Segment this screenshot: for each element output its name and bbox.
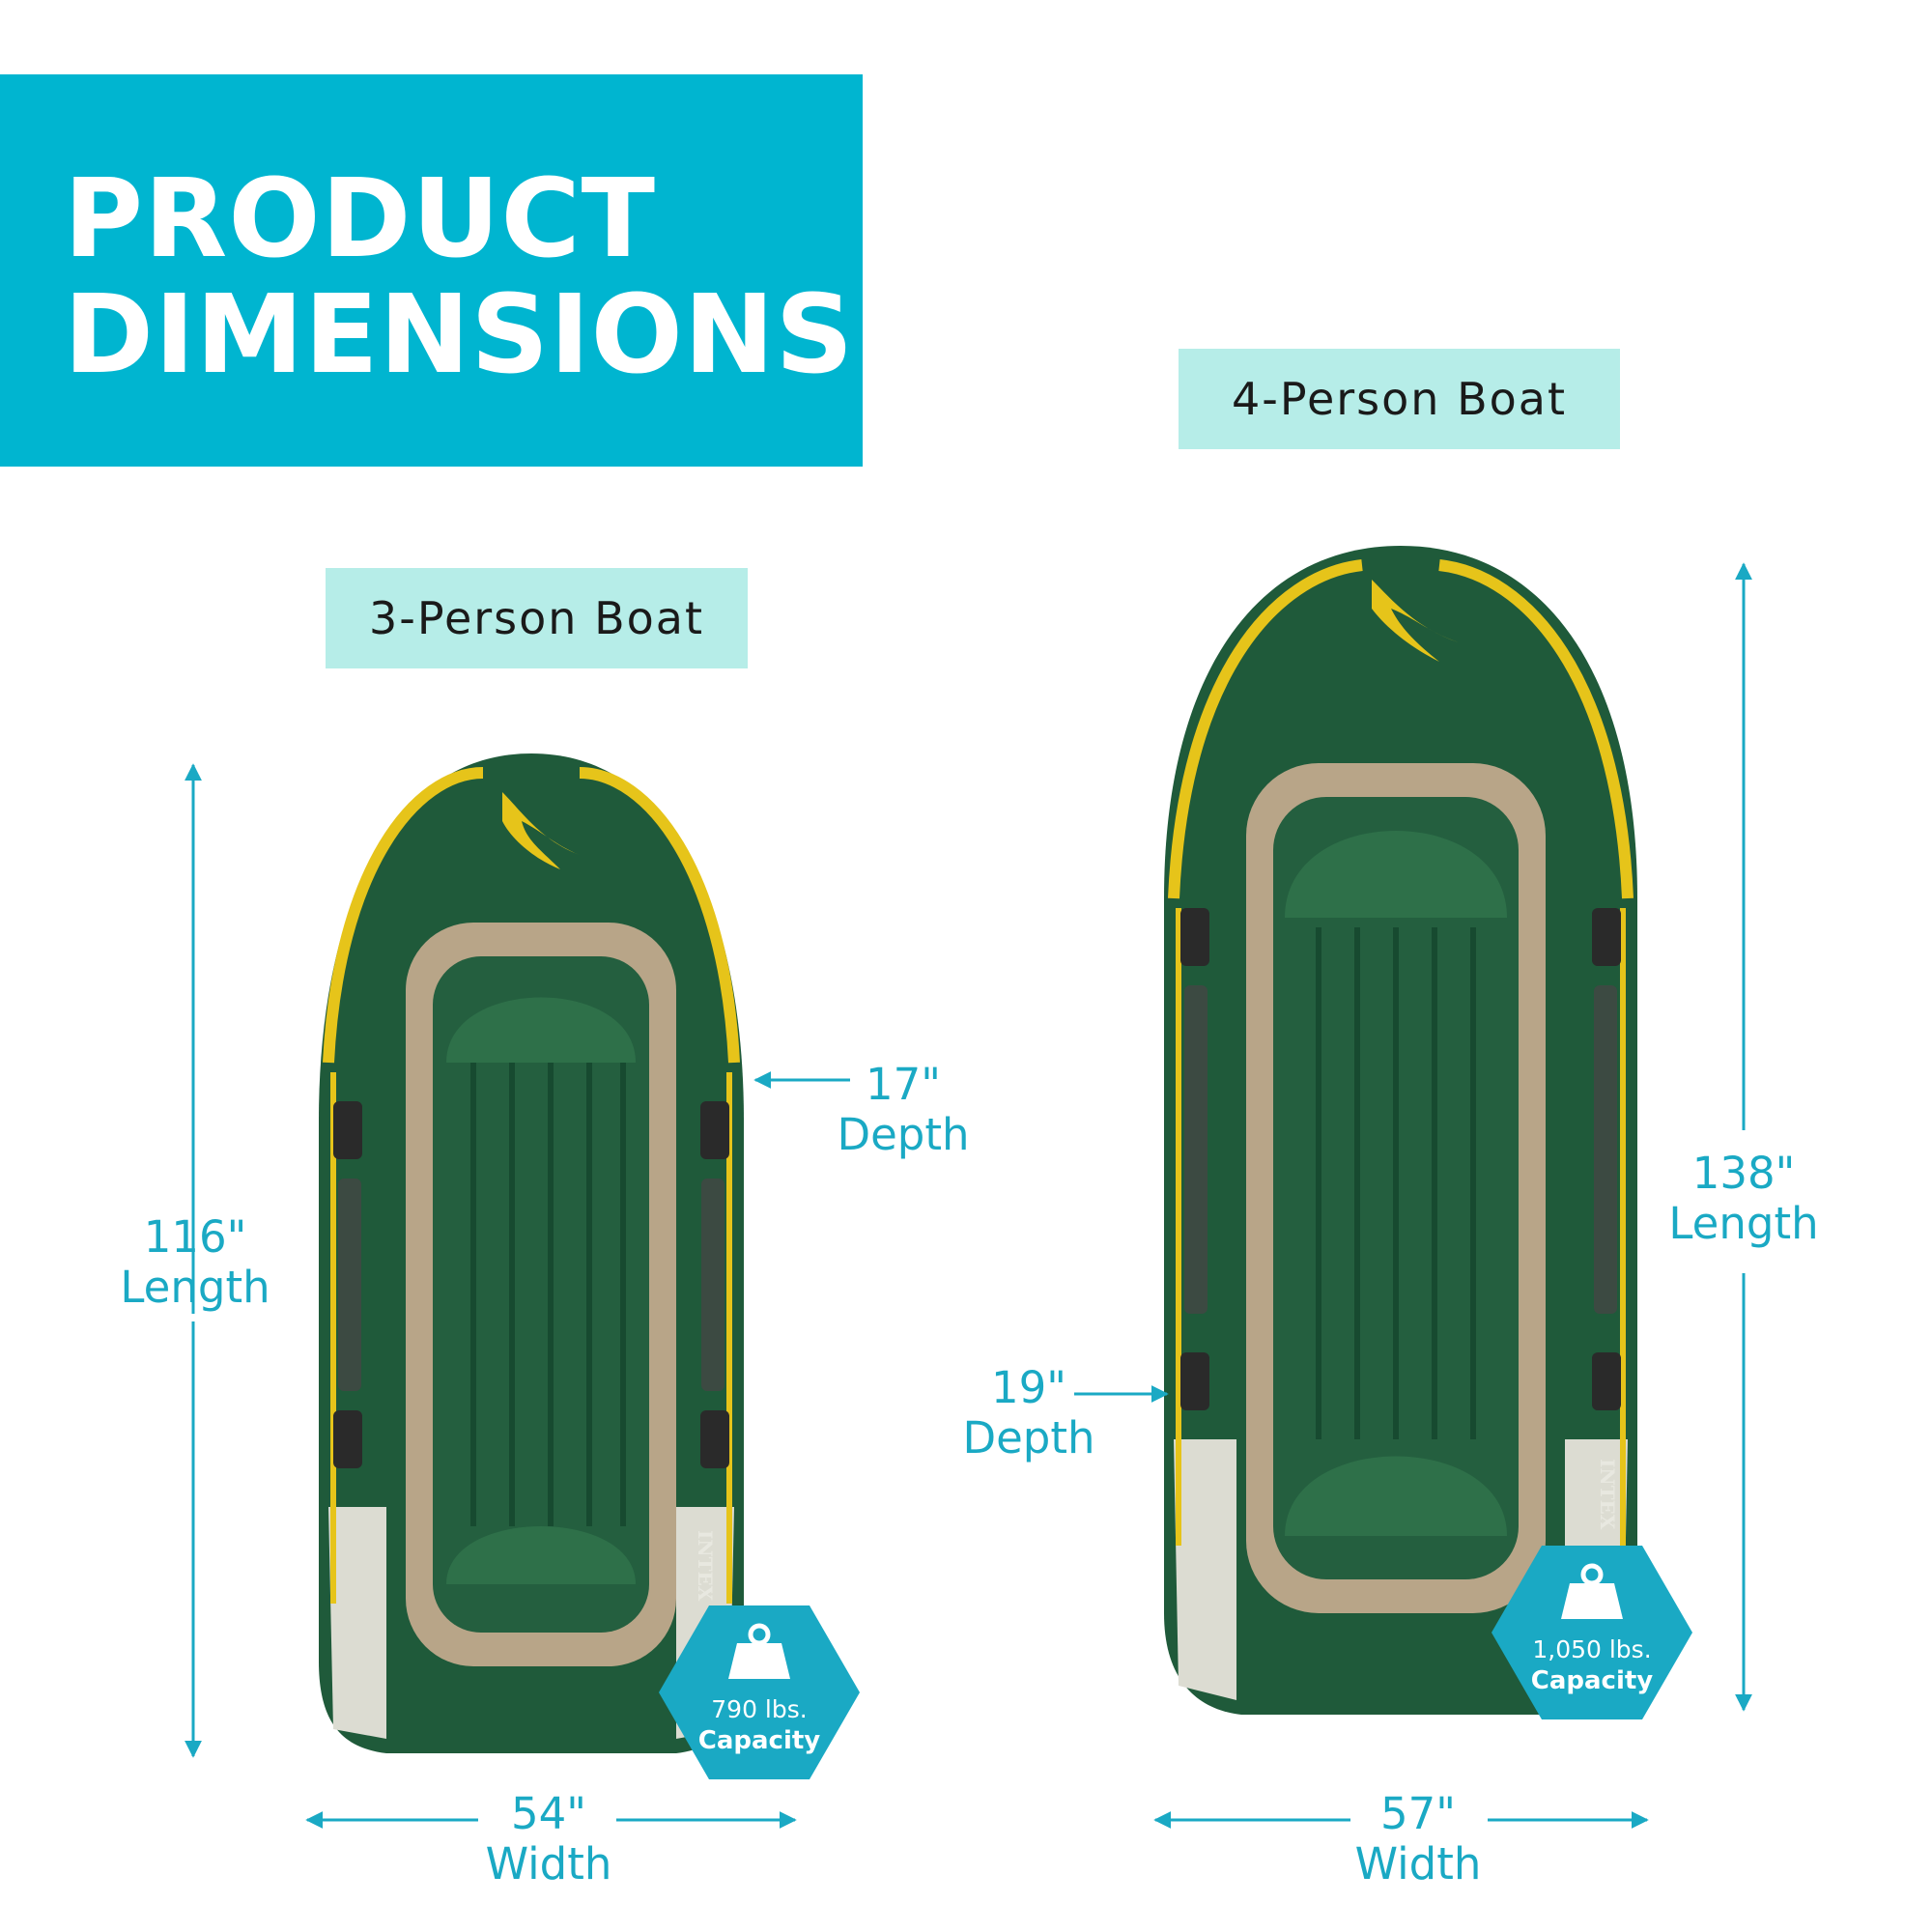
boat-4-capacity-weight: 1,050 lbs. xyxy=(1532,1635,1652,1663)
boat-4-width-dimension: 57" Width xyxy=(1321,1789,1515,1889)
boat-4-width-value: 57" xyxy=(1380,1788,1456,1839)
boat-3-image xyxy=(319,753,744,1753)
boat-3-capacity-label: Capacity xyxy=(697,1726,821,1755)
boat-3-depth-label: Depth xyxy=(837,1109,970,1160)
boat-4-length-value: 138" xyxy=(1691,1148,1796,1199)
boat-3-width-dimension: 54" Width xyxy=(452,1789,645,1889)
boat-4-depth-dimension: 19" Depth xyxy=(942,1363,1116,1463)
boat-4-capacity-label: Capacity xyxy=(1530,1666,1654,1695)
boat-3-width-value: 54" xyxy=(511,1788,586,1839)
boat-3-width-label: Width xyxy=(485,1838,612,1889)
boat-4-brand-mark: INTEX xyxy=(1596,1459,1619,1530)
weight-icon xyxy=(1561,1563,1623,1619)
boat-3-depth-value: 17" xyxy=(866,1059,941,1110)
boat-3-depth-dimension: 17" Depth xyxy=(816,1060,990,1160)
boat-4-capacity-text: 1,050 lbs. Capacity xyxy=(1495,1634,1689,1696)
weight-icon xyxy=(728,1623,790,1679)
boat-4-label: 4-Person Boat xyxy=(1179,349,1620,449)
boat-3-length-value: 116" xyxy=(143,1211,247,1263)
banner-title-line-2: DIMENSIONS xyxy=(64,272,855,398)
boat-3-capacity-text: 790 lbs. Capacity xyxy=(663,1694,856,1756)
boat-4-length-dimension: 138" Length xyxy=(1642,1149,1845,1249)
title-banner: PRODUCT DIMENSIONS xyxy=(0,74,863,467)
boat-4-width-label: Width xyxy=(1354,1838,1482,1889)
boat-3-capacity-weight: 790 lbs. xyxy=(711,1695,808,1723)
banner-title-line-1: PRODUCT xyxy=(64,156,657,282)
boat-3-brand-mark: INTEX xyxy=(694,1530,717,1602)
boat-4-depth-label: Depth xyxy=(962,1412,1095,1463)
boat-3-capacity-badge xyxy=(659,1605,860,1779)
boat-3-length-label: Length xyxy=(120,1262,270,1313)
boat-4-depth-value: 19" xyxy=(991,1362,1066,1413)
boat-3-label: 3-Person Boat xyxy=(326,568,748,668)
boat-4-capacity-badge xyxy=(1492,1546,1692,1719)
boat-4-image xyxy=(1164,546,1637,1715)
boat-3-length-dimension: 116" Length xyxy=(99,1212,292,1313)
boat-4-length-label: Length xyxy=(1668,1198,1819,1249)
